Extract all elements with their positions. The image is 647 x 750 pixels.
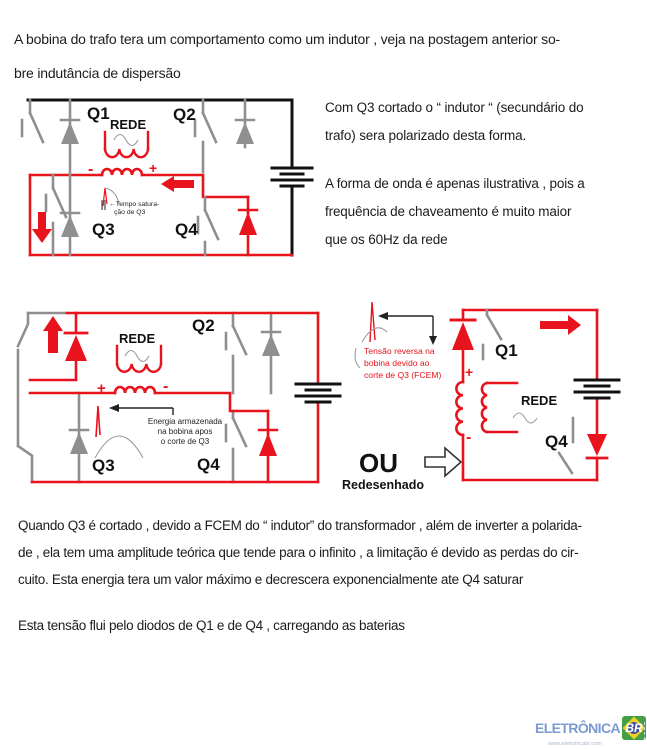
c3-red-loop-wires — [455, 308, 599, 482]
c1-tempo-line-1: ←Tempo satura- — [109, 201, 159, 208]
c3-q4-label: Q4 — [545, 432, 568, 451]
c1-dc-bus-wires — [26, 98, 294, 257]
c2-q4-switch — [224, 409, 248, 484]
c2-energy-line-1: Energia armazenada — [148, 417, 223, 426]
c1-q4-label: Q4 — [175, 220, 198, 239]
bottom-line-3: cuito. Esta energia tera um valor máximo… — [18, 572, 524, 587]
c1-q3-switch — [44, 173, 68, 257]
side-note-line-5: que os 60Hz da rede — [325, 232, 448, 247]
c2-rede-winding-icon — [115, 344, 163, 373]
redesenhado-label: Redesenhado — [342, 478, 424, 492]
circuit-1-full-bridge-diagram: Q1 Q2 Q3 Q4 REDE — [20, 98, 314, 257]
c2-minus-label: - — [163, 378, 168, 395]
side-note-line-2: trafo) sera polarizado desta forma. — [325, 128, 527, 143]
c2-current-arrow-up-icon — [43, 316, 63, 353]
logo-br-badge-icon: BR — [622, 716, 646, 740]
intro-line-1: A bobina do trafo tera um comportamento … — [14, 31, 561, 47]
redrawn-outline-arrow-icon — [424, 446, 463, 478]
intro-line-2: bre indutância de dispersão — [14, 65, 181, 81]
c1-red-current-path — [28, 167, 294, 257]
side-note-line-1: Com Q3 cortado o “ indutor “ (secundário… — [325, 100, 584, 115]
side-note-line-4: frequência de chaveamento é muito maior — [325, 204, 572, 219]
c2-left-edge-gray — [16, 311, 69, 484]
c3-minus-label: - — [466, 429, 471, 446]
intro-paragraph: A bobina do trafo tera um comportamento … — [14, 22, 560, 90]
c2-energy-annotation: Energia armazenada na bobina apos o cort… — [94, 404, 223, 459]
c1-q1-switch — [20, 98, 45, 144]
c1-q2-label: Q2 — [173, 105, 196, 124]
logo-br-text: BR — [625, 721, 643, 735]
c2-sine-icon — [124, 349, 150, 363]
c3-annotation-line-2: bobina devido ao — [364, 358, 430, 368]
c3-rede-label: REDE — [521, 393, 557, 408]
c2-plus-label: + — [97, 380, 106, 397]
c1-current-arrow-down-icon — [32, 212, 52, 243]
c1-q1-diode-icon — [59, 98, 81, 177]
c1-tempo-annotation: ←Tempo satura- ção de Q3 — [101, 187, 159, 216]
circuit-2-fcem-diagram: REDE Q2 Q3 Q4 + - Energia armazenada na … — [16, 311, 342, 484]
c3-annotation-line-3: corte de Q3 (FCEM) — [364, 370, 441, 380]
c1-q4-diode-red-icon — [237, 208, 259, 235]
c3-plus-label: + — [465, 364, 473, 380]
side-note-line-3: A forma de onda é apenas ilustrativa , p… — [325, 176, 585, 191]
c1-current-arrow-left-icon — [161, 176, 194, 192]
c2-q2-label: Q2 — [192, 316, 215, 335]
c2-energy-line-3: o corte de Q3 — [161, 437, 210, 446]
c3-battery-icon — [573, 378, 621, 400]
c1-rede-label: REDE — [110, 117, 146, 132]
ou-label: OU — [359, 448, 398, 478]
c1-q3-diode-icon — [59, 173, 81, 257]
logo-blue-circle-icon — [628, 722, 640, 734]
logo-circuit-traces-decoration — [644, 722, 647, 740]
c1-sine-icon — [113, 133, 139, 147]
c1-q1-label: Q1 — [87, 104, 110, 123]
c2-q3-diode-icon — [68, 391, 90, 484]
bottom-line-2: de , ela tem uma amplitude teórica que t… — [18, 545, 579, 560]
c3-q4-switch — [557, 416, 575, 475]
c2-energy-line-2: na bobina apos — [158, 427, 213, 436]
c1-q2-switch — [193, 98, 218, 174]
c1-q3-label: Q3 — [92, 220, 115, 239]
c3-sine-icon — [512, 412, 538, 424]
c2-q1-diode-red-icon — [63, 331, 89, 361]
c2-q2-switch — [224, 311, 248, 395]
c2-q3-label: Q3 — [92, 456, 115, 475]
bottom-paragraphs: Quando Q3 é cortado , devido a FCEM do “… — [18, 512, 582, 639]
bottom-line-1: Quando Q3 é cortado , devido a FCEM do “… — [18, 518, 582, 533]
c3-annotation-line-1: Tensão reversa na — [364, 346, 435, 356]
c2-red-current-path — [28, 311, 320, 484]
bottom-line-4: Esta tensão flui pelo diodos de Q1 e de … — [18, 618, 405, 633]
c2-battery-icon — [294, 382, 342, 404]
circuit-3-redrawn-loop-diagram: Tensão reversa na bobina devido ao corte… — [342, 301, 621, 492]
logo-wordmark: ELETRÔNICA — [534, 720, 621, 736]
c1-q4-switch — [196, 195, 220, 257]
c3-q4-diode-red-icon — [585, 434, 609, 460]
eletronicabr-logo: ELETRÔNICA BR www.eletronicabr.com — [528, 716, 646, 747]
c1-minus-label: - — [88, 161, 93, 178]
c1-plus-label: + — [149, 160, 157, 176]
c3-current-arrow-right-icon — [540, 315, 581, 335]
c3-q1-label: Q1 — [495, 341, 518, 360]
c3-rede-winding-icon — [480, 381, 519, 434]
c1-tempo-line-2: ção de Q3 — [114, 209, 146, 216]
c2-q2-diode-icon — [260, 311, 282, 395]
c2-rede-label: REDE — [119, 331, 155, 346]
c1-rede-winding-icon — [103, 130, 150, 159]
logo-url: www.eletronicabr.com — [548, 741, 602, 747]
c2-q4-label: Q4 — [197, 455, 220, 474]
c3-reverse-voltage-annotation: Tensão reversa na bobina devido ao corte… — [354, 301, 441, 380]
c1-q2-diode-icon — [234, 98, 256, 149]
c1-battery-icon — [270, 166, 314, 188]
side-note-paragraphs: Com Q3 cortado o “ indutor “ (secundário… — [325, 94, 585, 254]
c3-q1-diode-red-icon — [449, 318, 477, 350]
c3-q1-switch — [481, 308, 503, 361]
c2-q4-diode-red-icon — [257, 428, 279, 456]
